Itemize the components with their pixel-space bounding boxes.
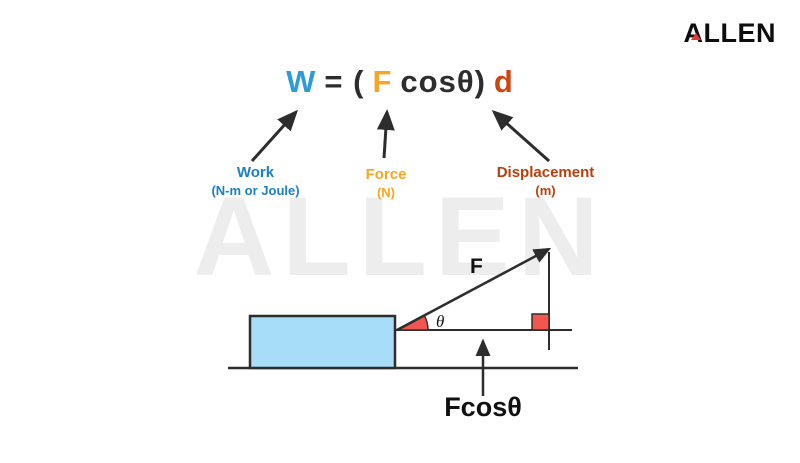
allen-logo: ALLEN — [684, 18, 777, 49]
callout-displacement-unit: (m) — [535, 182, 556, 198]
force-vector-arrow — [396, 247, 552, 332]
formula-displacement-symbol: d — [493, 64, 514, 99]
formula-equals-open: = ( — [324, 64, 365, 99]
fcos-theta-label: Fcosθ — [444, 392, 522, 422]
arrow-force-to-formula — [376, 109, 395, 159]
callout-force: Force (N) — [336, 166, 436, 201]
formula-cos-theta: cosθ) — [400, 64, 486, 99]
formula-work-symbol: W — [286, 64, 317, 99]
callout-work-title: Work — [236, 164, 275, 181]
force-vector-label: F — [470, 255, 483, 278]
callout-displacement: Displacement (m) — [473, 164, 618, 199]
block-rect — [248, 314, 397, 370]
arrow-work-to-formula — [250, 109, 299, 163]
right-angle-marker — [531, 313, 550, 331]
callout-work-unit: (N-m or Joule) — [211, 182, 300, 198]
background-watermark: ALLEN — [193, 174, 607, 299]
allen-logo-triangle-icon — [690, 33, 701, 40]
formula-force-symbol: F — [372, 64, 393, 99]
theta-angle-label: θ — [436, 312, 444, 331]
callout-work: Work (N-m or Joule) — [183, 164, 328, 199]
callout-force-unit: (N) — [376, 184, 396, 200]
arrow-displacement-to-formula — [491, 110, 550, 163]
callout-displacement-title: Displacement — [496, 164, 595, 181]
callout-force-title: Force — [365, 166, 407, 183]
